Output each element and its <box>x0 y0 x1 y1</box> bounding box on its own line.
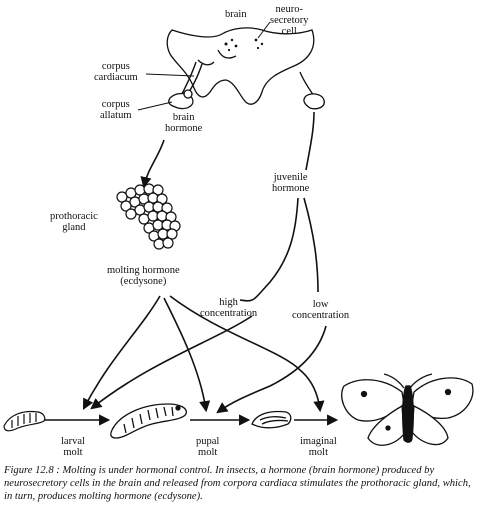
butterfly-shape <box>341 373 474 446</box>
label-high-concentration: high concentration <box>200 297 258 319</box>
figure-caption: Figure 12.8 : Molting is under hormonal … <box>4 465 471 503</box>
corpus-allatum-shape <box>168 89 194 110</box>
label-neurosecretory-cell: neuro- secretory cell <box>270 4 309 37</box>
high-to-larval <box>90 315 253 410</box>
corpus-allatum-leader <box>137 101 173 111</box>
label-prothoracic-gland: prothoracic gland <box>50 211 98 233</box>
juvenile-line-upper <box>305 111 315 171</box>
label-larval-molt: larval molt <box>61 436 85 458</box>
right-corpora <box>299 71 325 110</box>
label-low-concentration: low concentration <box>292 299 350 321</box>
label-molting-hormone: molting hormone (ecdysone) <box>107 265 180 287</box>
neurosecretory-leader <box>257 21 271 39</box>
juvenile-low-right <box>303 197 319 293</box>
mh-to-imaginal <box>169 295 325 413</box>
label-brain-hormone: brain hormone <box>165 112 203 134</box>
label-pupal-molt: pupal molt <box>196 436 220 458</box>
brain-shape <box>166 27 315 105</box>
mh-to-larval <box>82 295 161 410</box>
label-corpus-cardiacum: corpus cardiacum <box>94 61 138 83</box>
pupa-shape <box>251 410 292 429</box>
juvenile-high-left <box>239 197 299 302</box>
low-to-pupal <box>216 325 327 414</box>
label-imaginal-molt: imaginal molt <box>300 436 337 458</box>
larva-large <box>110 403 187 439</box>
label-corpus-allatum: corpus allatum <box>100 99 132 121</box>
mh-to-pupal <box>163 297 211 413</box>
brain-hormone-arrow <box>140 139 165 189</box>
arrows <box>36 111 339 426</box>
larva-small <box>3 410 46 432</box>
label-juvenile-hormone: juvenile hormone <box>272 172 310 194</box>
corpus-cardiacum-leader <box>145 73 195 77</box>
prothoracic-gland-shape <box>116 183 181 250</box>
neurosecretory-cells <box>224 38 264 52</box>
label-brain: brain <box>225 9 247 20</box>
